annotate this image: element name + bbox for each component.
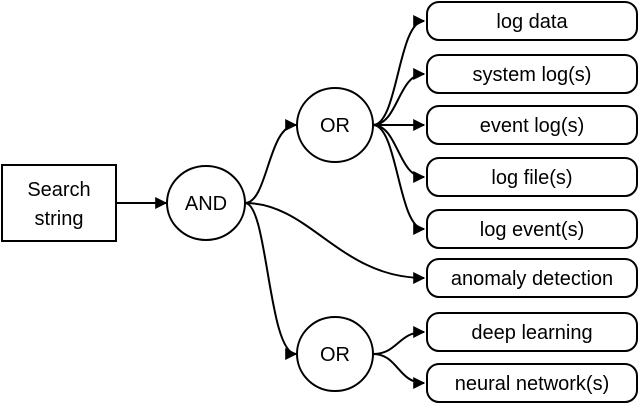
search-string-line-2: string bbox=[35, 208, 84, 230]
edge-and-to-anomaly-detection bbox=[244, 202, 426, 284]
search-string-box: Search string bbox=[1, 164, 117, 242]
term-system-logs: system log(s) bbox=[426, 54, 638, 94]
term-label: deep learning bbox=[471, 322, 592, 344]
or-node-bottom-label: OR bbox=[320, 344, 350, 366]
or-node-top: OR bbox=[296, 87, 374, 163]
term-label: event log(s) bbox=[480, 115, 585, 137]
or-node-top-label: OR bbox=[320, 115, 350, 137]
term-label: log event(s) bbox=[480, 219, 585, 241]
term-log-events: log event(s) bbox=[426, 209, 638, 249]
or-node-bottom: OR bbox=[296, 316, 374, 392]
term-anomaly-detection: anomaly detection bbox=[426, 258, 638, 298]
and-node: AND bbox=[166, 165, 246, 241]
and-node-label: AND bbox=[185, 193, 227, 215]
term-label: log data bbox=[496, 11, 568, 33]
term-log-files: log file(s) bbox=[426, 157, 638, 197]
term-label: system log(s) bbox=[473, 64, 592, 86]
term-label: neural network(s) bbox=[455, 373, 610, 395]
term-event-logs: event log(s) bbox=[426, 105, 638, 145]
edge-or-top-to-log-data bbox=[372, 15, 426, 126]
edge-and-to-or-top bbox=[244, 119, 298, 204]
term-deep-learning: deep learning bbox=[426, 312, 638, 352]
term-log-data: log data bbox=[426, 1, 638, 41]
edge-or-top-to-log-files bbox=[372, 124, 426, 183]
edge-or-top-to-system-logs bbox=[372, 68, 426, 126]
edge-or-bottom-to-deep-learning bbox=[372, 326, 426, 355]
edge-and-to-or-bottom bbox=[244, 202, 298, 360]
search-string-line-1: Search bbox=[27, 179, 90, 201]
edge-or-top-to-log-events bbox=[372, 124, 426, 235]
edge-or-bottom-to-neural-networks bbox=[372, 353, 426, 389]
edges bbox=[116, 15, 426, 389]
term-neural-networks: neural network(s) bbox=[426, 363, 638, 403]
term-label: anomaly detection bbox=[451, 268, 613, 290]
term-label: log file(s) bbox=[491, 167, 572, 189]
